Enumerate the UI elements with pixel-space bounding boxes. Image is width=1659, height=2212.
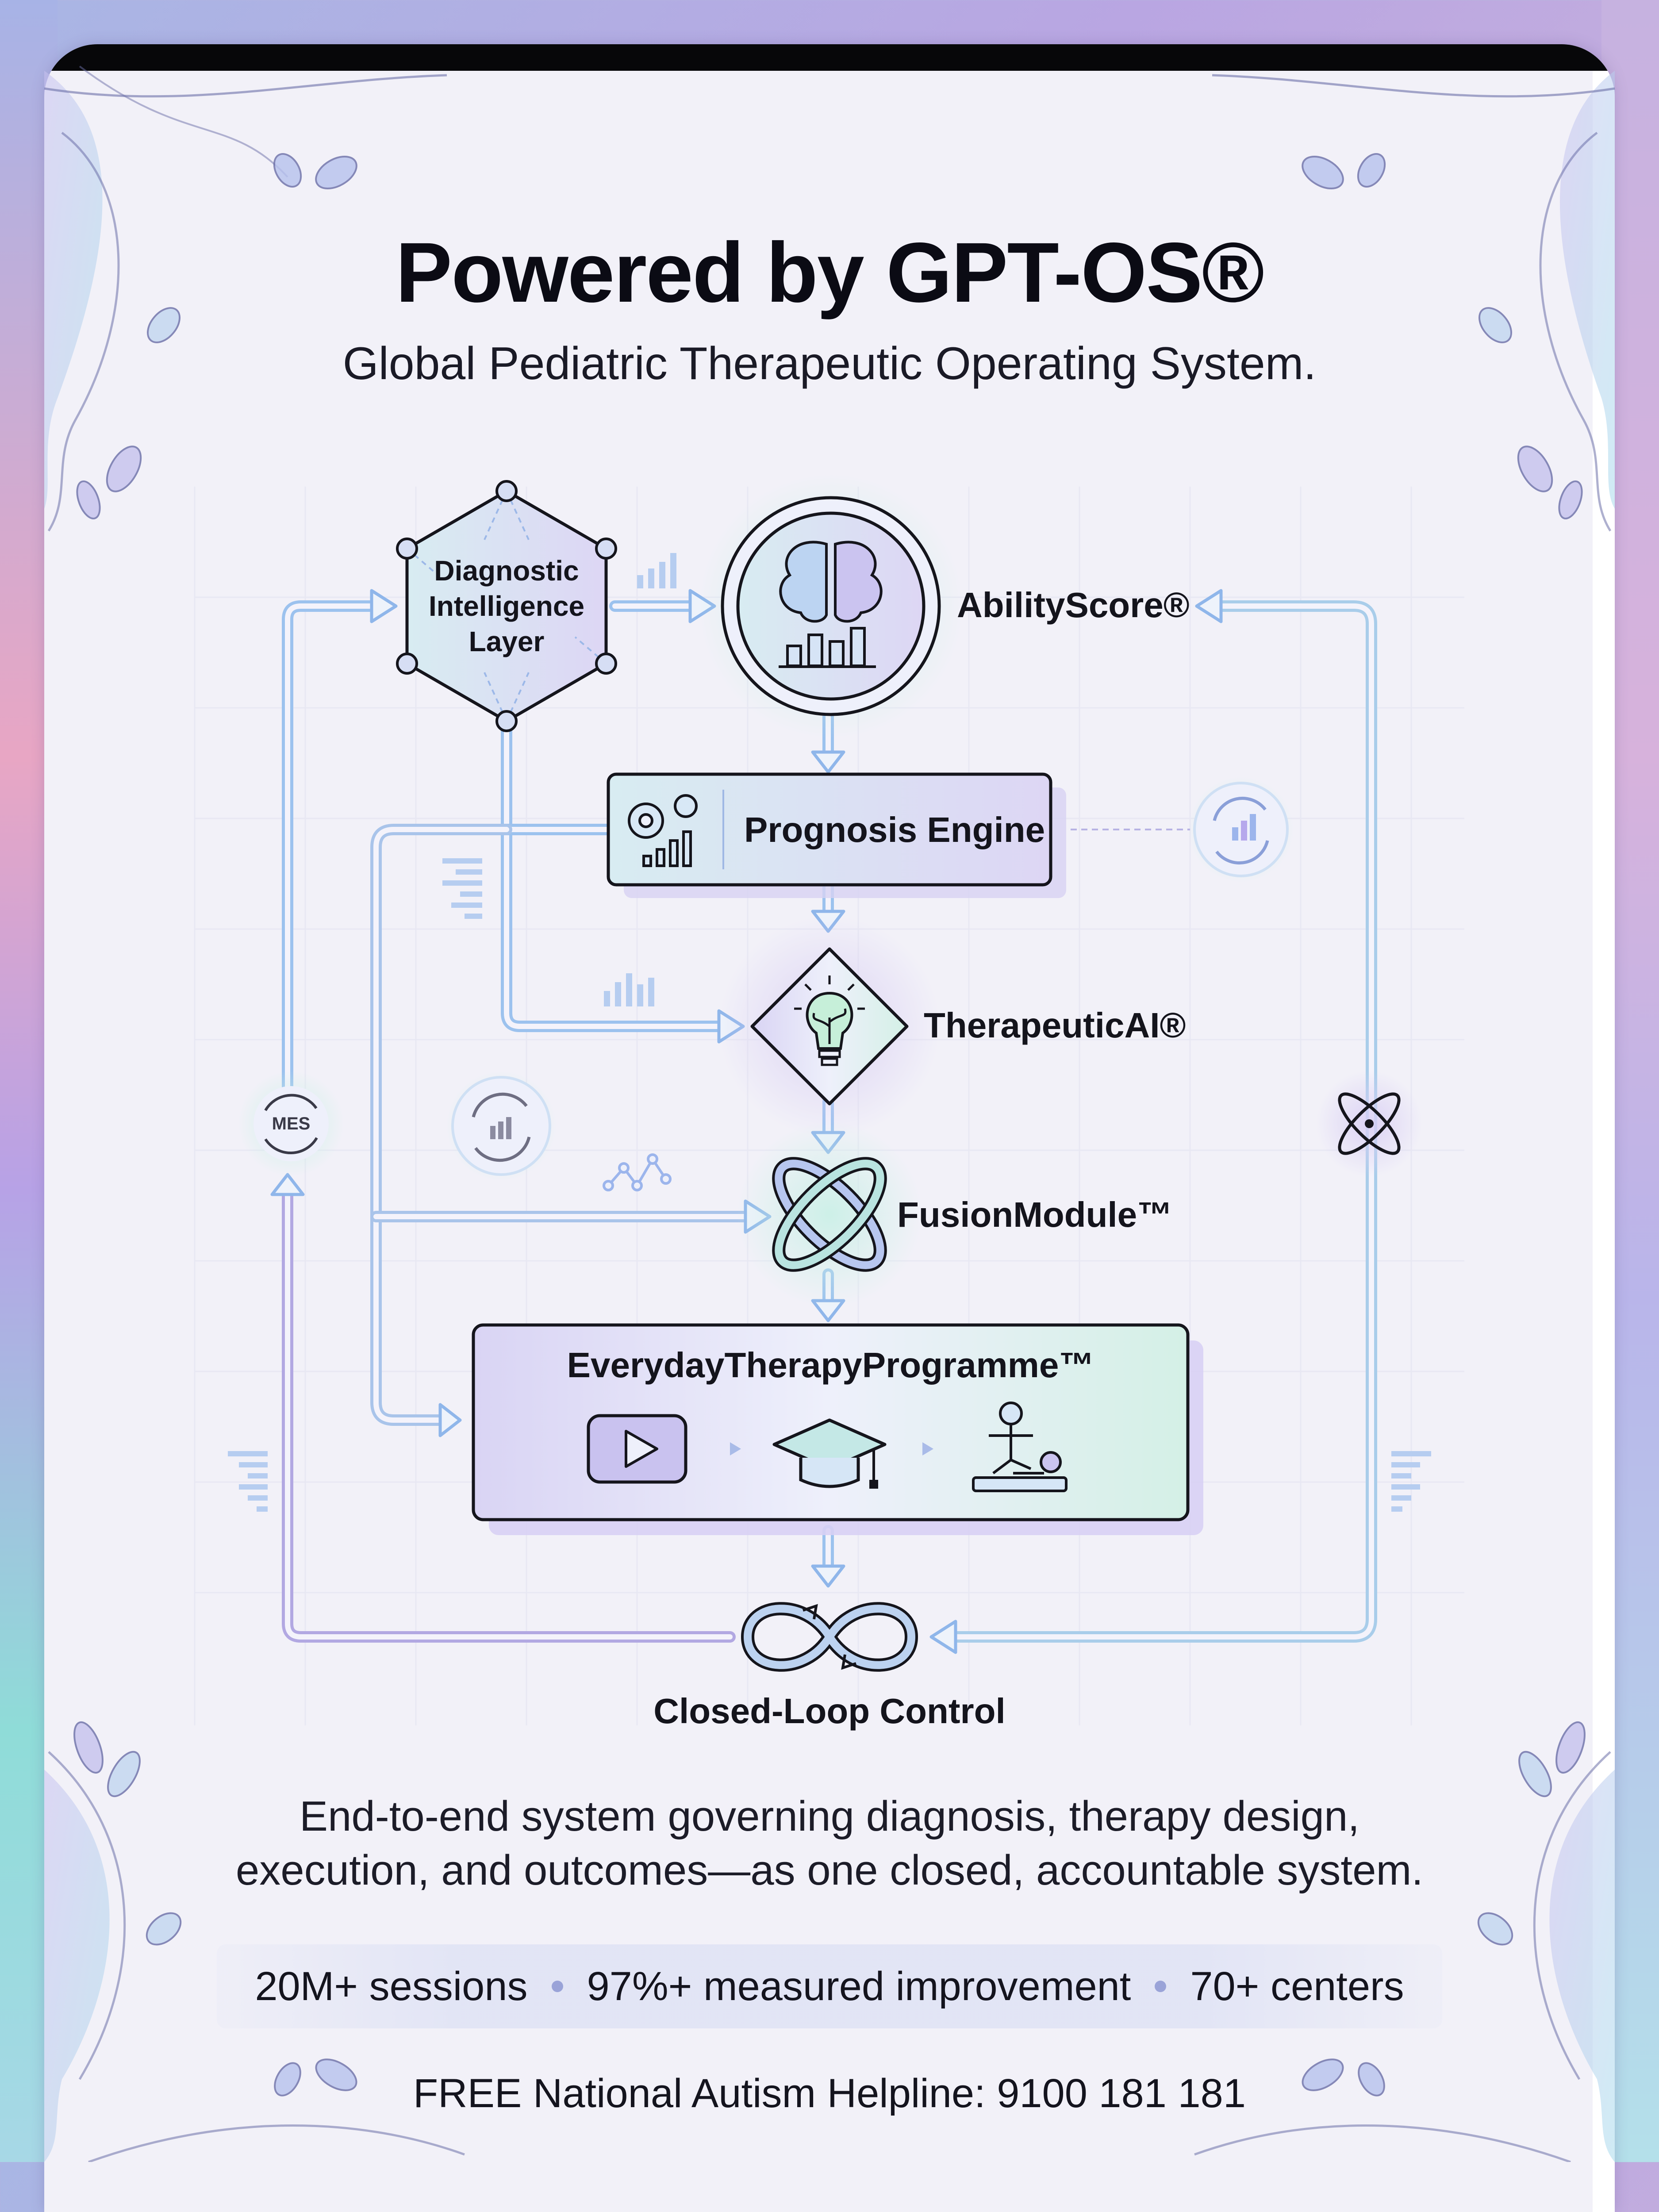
everyday-programme-label: EverydayTherapyProgramme™ [567,1345,1094,1385]
mes-badge-label: MES [272,1114,311,1133]
therapeuticai-label: TherapeuticAI® [924,1006,1186,1045]
stat-separator [1155,1981,1167,1992]
infinity-loop-icon [741,1602,918,1672]
atom-knot-icon [737,1121,922,1307]
tagline: End-to-end system governing diagnosis, t… [0,1790,1659,1897]
prognosis-box [607,772,1066,898]
cycle-chart-icon [1188,776,1294,883]
mes-cycle-icon [238,1071,344,1177]
graduation-cap-icon [772,1418,887,1489]
diagnostic-label: Diagnostic Intelligence Layer [428,555,585,657]
floral-decoration [44,65,1615,2162]
brain-chart-icon [698,473,964,739]
gears-chart-icon [628,794,698,867]
bar-chart-glyphs [228,553,1431,1512]
therapy-session-icon [972,1402,1068,1492]
line-chart-glyph [603,1153,672,1191]
stat-centers: 70+ centers [1190,1963,1404,2009]
helpline[interactable]: FREE National Autism Helpline: 9100 181 … [413,2071,1246,2116]
closed-loop-label: Closed-Loop Control [653,1691,1006,1731]
stat-separator [551,1981,563,1992]
card-top-bar [44,44,1615,71]
diagnostic-hexagon [396,480,617,732]
fusionmodule-label: FusionModule™ [897,1195,1173,1234]
tagline-line-2: execution, and outcomes—as one closed, a… [235,1847,1424,1894]
stat-sessions: 20M+ sessions [255,1963,528,2009]
cycle-chart-icon [446,1071,557,1181]
page-subtitle: Global Pediatric Therapeutic Operating S… [342,338,1317,389]
atom-icon [1316,1071,1422,1177]
prognosis-label: Prognosis Engine [744,810,1045,849]
page-title: Powered by GPT-OS® [396,225,1264,320]
abilityscore-label: AbilityScore® [957,585,1190,625]
tagline-line-1: End-to-end system governing diagnosis, t… [299,1793,1360,1840]
flow-diagram [228,473,1431,1672]
lightbulb-plant-icon [719,916,940,1137]
stat-improvement: 97%+ measured improvement [587,1963,1131,2009]
video-play-icon [587,1414,687,1484]
stats-bar: 20M+ sessions 97%+ measured improvement … [217,1944,1442,2028]
